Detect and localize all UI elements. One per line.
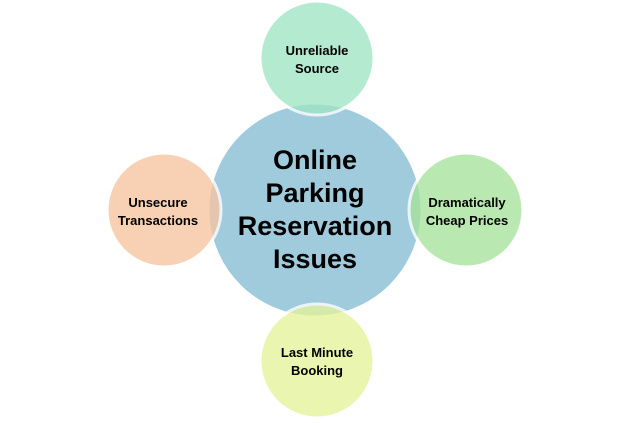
center-label-line-4: Issues xyxy=(273,244,357,274)
center-label-line-2: Parking xyxy=(265,178,364,208)
node-right-label-line-2: Cheap Prices xyxy=(426,213,508,228)
node-left-label-line-1: Unsecure xyxy=(128,195,187,210)
node-bottom-label-line-1: Last Minute xyxy=(281,345,353,360)
node-circle-last-minute-booking xyxy=(258,302,376,420)
node-top-label-line-2: Source xyxy=(295,61,339,76)
node-right-label-line-1: Dramatically xyxy=(428,195,506,210)
node-left-label-line-2: Transactions xyxy=(118,213,198,228)
node-top-label-line-1: Unreliable xyxy=(286,43,349,58)
node-bottom-label-line-2: Booking xyxy=(291,363,343,378)
center-label-line-1: Online xyxy=(273,145,357,175)
node-circle-cheap-prices xyxy=(407,151,525,269)
node-circle-unreliable-source xyxy=(258,0,376,117)
node-circle-unsecure-transactions xyxy=(105,151,223,269)
center-label-line-3: Reservation xyxy=(238,211,393,241)
center-circle xyxy=(206,101,424,319)
